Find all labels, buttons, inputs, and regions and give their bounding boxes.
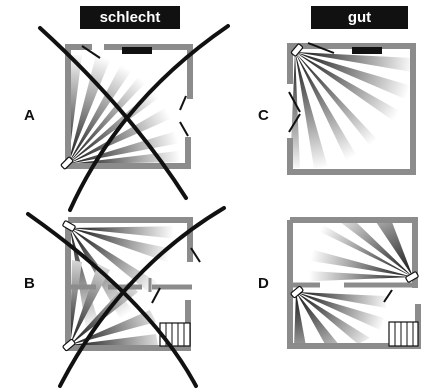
- row-label-a: A: [24, 107, 35, 124]
- radiator-icon: [388, 321, 419, 347]
- motion-detector-icon: [290, 43, 304, 57]
- row-label-b: B: [24, 275, 35, 292]
- header-good: gut: [311, 6, 408, 29]
- header-bad: schlecht: [80, 6, 180, 29]
- room-c: [287, 42, 416, 175]
- row-label-c: C: [258, 107, 269, 124]
- cross-out-mark: [26, 24, 230, 388]
- motion-detector-icon: [290, 285, 304, 299]
- motion-detector-icon: [62, 338, 76, 352]
- motion-detector-icon: [405, 271, 419, 283]
- detection-fan-c: [290, 52, 412, 168]
- motion-detector-icon: [60, 156, 74, 170]
- motion-detector-icon: [62, 220, 76, 232]
- row-label-d: D: [258, 275, 269, 292]
- radiator-icon: [159, 322, 191, 347]
- room-d: [287, 217, 421, 349]
- door-a-top: [81, 45, 101, 59]
- detection-fan-d: [292, 222, 413, 346]
